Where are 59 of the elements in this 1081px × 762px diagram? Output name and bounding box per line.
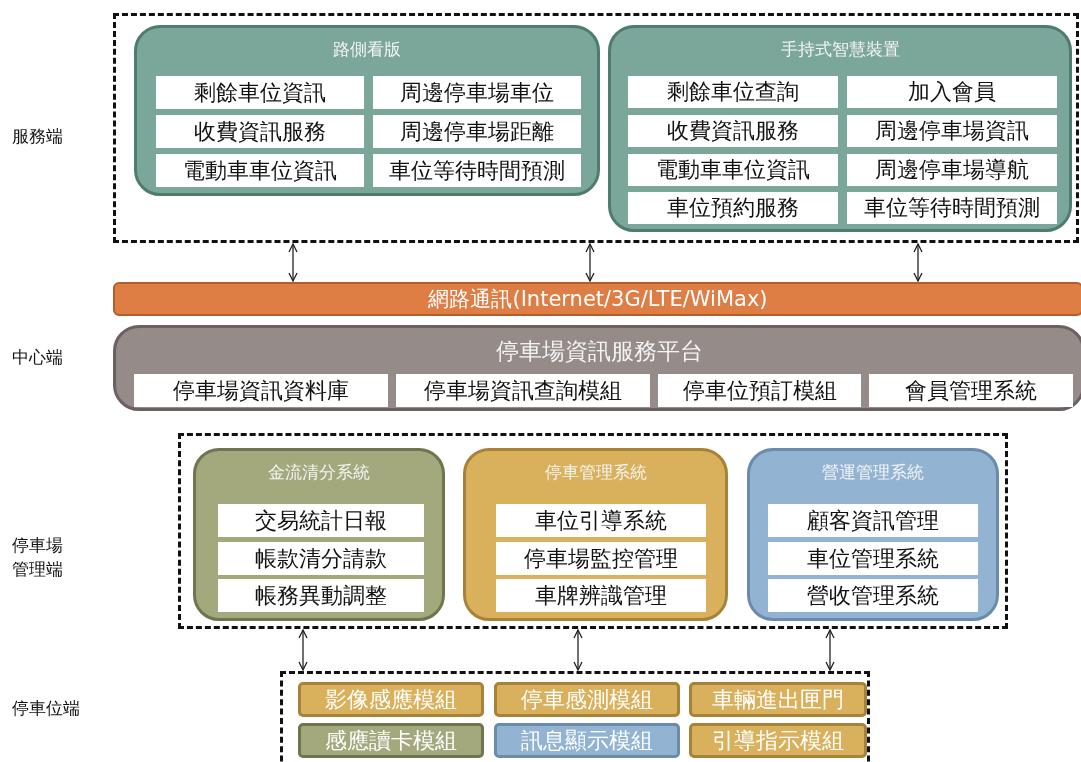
tier-label: 服務端 xyxy=(12,125,64,148)
function-item: 停車場資訊資料庫 xyxy=(134,374,388,407)
tier-label: 停車場管理端 xyxy=(12,534,64,581)
function-item: 電動車車位資訊 xyxy=(628,154,838,186)
function-item: 車位管理系統 xyxy=(768,542,978,575)
function-item: 車位等待時間預測 xyxy=(847,192,1057,224)
dashed-group-frame xyxy=(280,671,870,762)
function-item: 帳務異動調整 xyxy=(218,579,424,612)
module-panel xyxy=(134,25,600,196)
panel-title: 金流清分系統 xyxy=(267,461,371,484)
module-chip: 感應讀卡模組 xyxy=(298,723,484,758)
double-arrow xyxy=(913,243,923,282)
function-item: 停車場資訊查詢模組 xyxy=(396,374,650,407)
panel-title: 路側看版 xyxy=(332,38,402,61)
tier-label: 中心端 xyxy=(12,346,64,369)
function-item: 周邊停車場導航 xyxy=(847,154,1057,186)
module-panel xyxy=(463,448,728,621)
module-chip: 車輛進出匣門 xyxy=(689,682,867,717)
panel-title: 停車管理系統 xyxy=(543,461,648,484)
function-item: 收費資訊服務 xyxy=(156,115,364,148)
panel-title: 停車場資訊服務平台 xyxy=(494,337,704,366)
tier-label: 停車位端 xyxy=(12,697,81,720)
function-item: 車位預約服務 xyxy=(628,192,838,224)
function-item: 電動車車位資訊 xyxy=(156,154,364,187)
panel-title: 營運管理系統 xyxy=(821,461,925,484)
function-item: 周邊停車場車位 xyxy=(373,76,581,109)
function-item: 加入會員 xyxy=(847,76,1057,108)
function-item: 交易統計日報 xyxy=(218,504,424,537)
function-item: 帳款清分請款 xyxy=(218,542,424,575)
function-item: 車牌辨識管理 xyxy=(496,579,706,612)
function-item: 車位引導系統 xyxy=(496,504,706,537)
module-chip: 停車感測模組 xyxy=(494,682,680,717)
module-panel xyxy=(747,448,999,621)
module-chip: 影像感應模組 xyxy=(298,682,484,717)
function-item: 會員管理系統 xyxy=(869,374,1073,407)
function-item: 停車場監控管理 xyxy=(496,542,706,575)
network-bar: 網路通訊(Internet/3G/LTE/WiMax) xyxy=(113,282,1081,316)
module-panel xyxy=(193,448,445,621)
double-arrow xyxy=(288,243,298,282)
function-item: 收費資訊服務 xyxy=(628,115,838,147)
module-chip: 引導指示模組 xyxy=(689,723,867,758)
function-item: 顧客資訊管理 xyxy=(768,504,978,537)
double-arrow xyxy=(825,629,835,671)
double-arrow xyxy=(298,629,308,671)
dashed-group-frame xyxy=(178,433,1008,629)
module-chip: 訊息顯示模組 xyxy=(494,723,680,758)
function-item: 周邊停車場資訊 xyxy=(847,115,1057,147)
function-item: 營收管理系統 xyxy=(768,579,978,612)
module-panel xyxy=(608,25,1072,232)
module-panel xyxy=(113,325,1081,411)
function-item: 周邊停車場距離 xyxy=(373,115,581,148)
function-item: 停車位預訂模組 xyxy=(658,374,861,407)
function-item: 剩餘車位查詢 xyxy=(628,76,838,108)
double-arrow xyxy=(585,243,595,282)
function-item: 車位等待時間預測 xyxy=(373,154,581,187)
double-arrow xyxy=(573,629,583,671)
function-item: 剩餘車位資訊 xyxy=(156,76,364,109)
dashed-group-frame xyxy=(113,13,1079,243)
panel-title: 手持式智慧裝置 xyxy=(779,38,901,61)
